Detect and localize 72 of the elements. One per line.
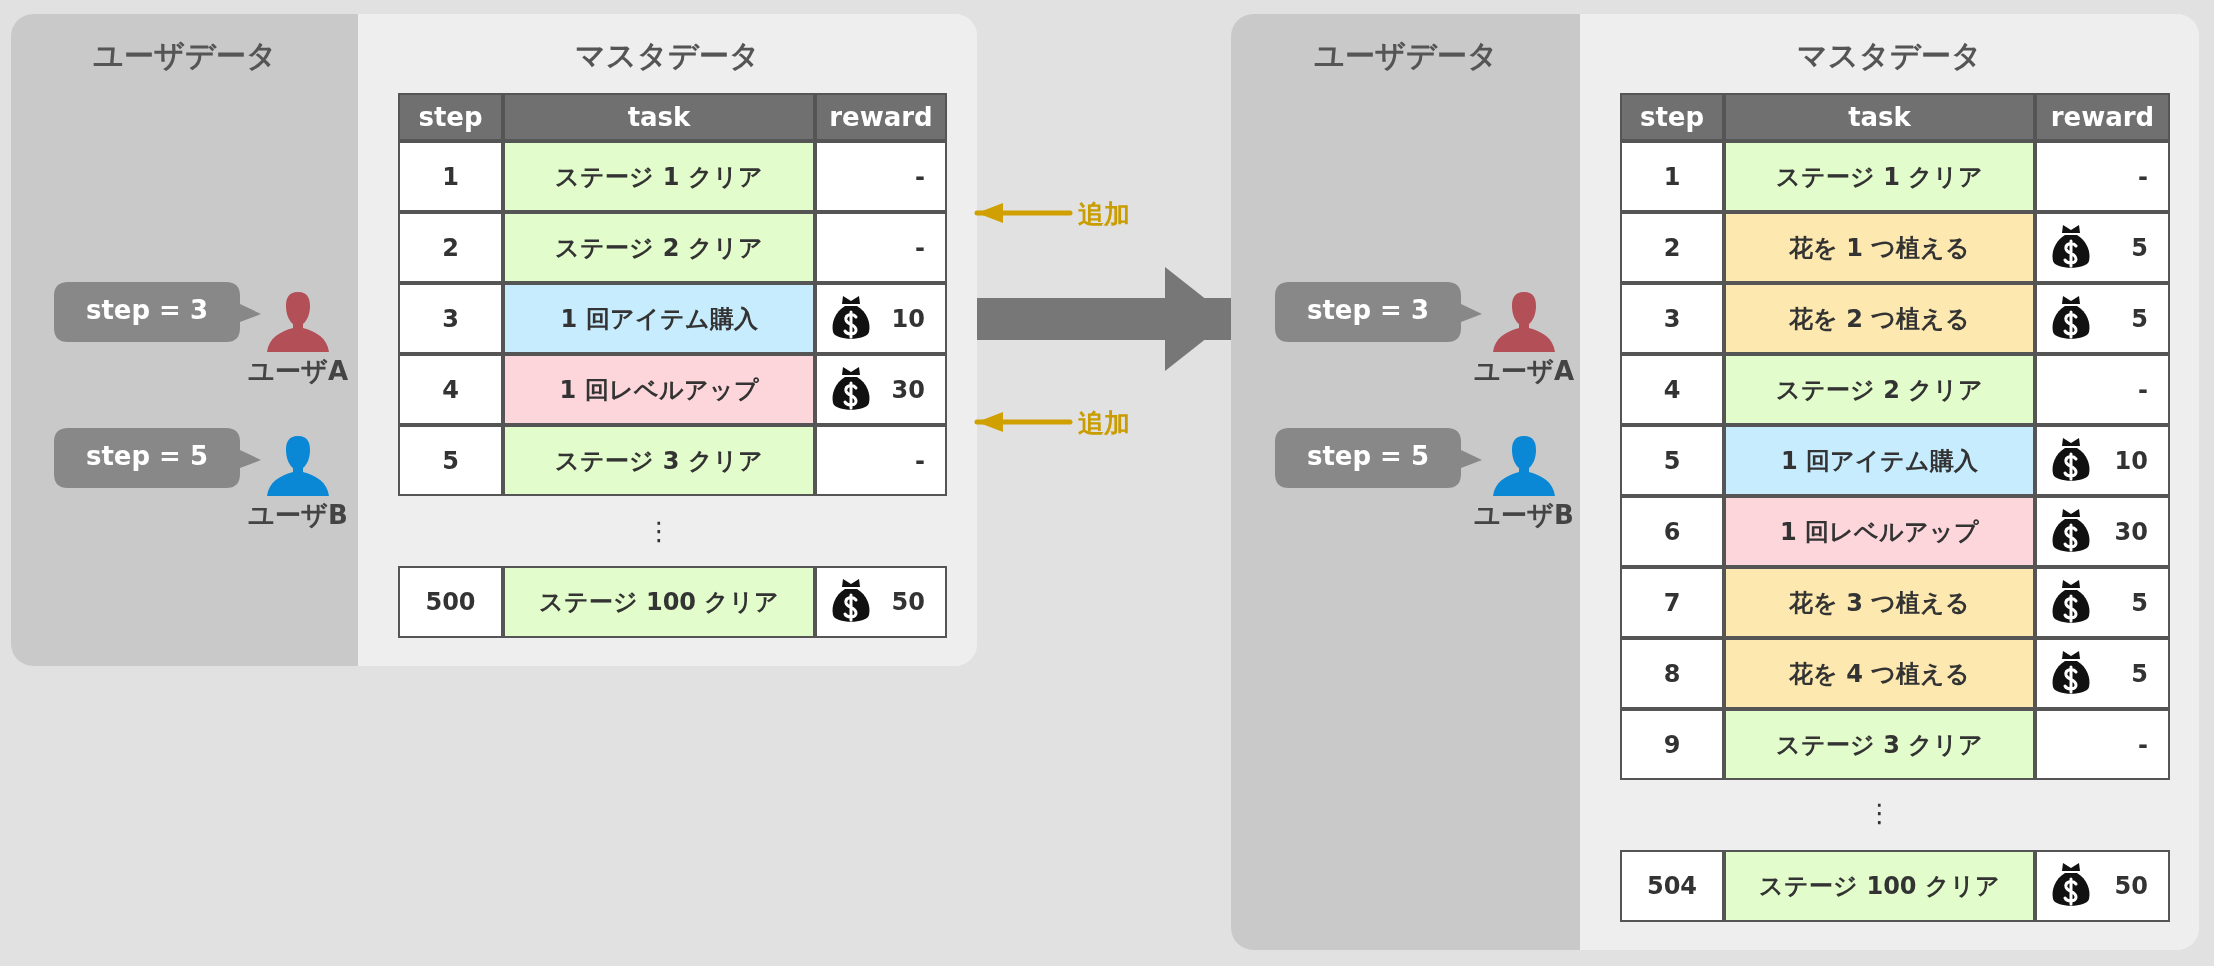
table-cell: 1 [1620, 141, 1724, 212]
table-cell: ステージ 100 クリア [1724, 850, 2035, 922]
table-header: step [398, 93, 503, 141]
reward-value: 5 [2131, 304, 2149, 333]
table-header: reward [815, 93, 947, 141]
table-cell: 8 [1620, 638, 1724, 709]
table-cell: 9 [1620, 709, 1724, 780]
table-cell: 花を 1 つ植える [1724, 212, 2035, 283]
table-cell: 5 [398, 425, 503, 496]
reward-value: 5 [2131, 588, 2149, 617]
table-cell: 1 回アイテム購入 [1724, 425, 2035, 496]
bubble-text: step = 5 [1305, 441, 1431, 471]
reward-value: - [915, 446, 926, 475]
table-cell: 1 回アイテム購入 [503, 283, 815, 354]
column-heading: マスタデータ [1796, 37, 1983, 75]
reward-value: 5 [2131, 233, 2149, 262]
table-cell: 5 [1620, 425, 1724, 496]
user-label: ユーザA [246, 355, 350, 388]
annotation-text: 追加 [1078, 198, 1130, 231]
table-cell: 花を 2 つ植える [1724, 283, 2035, 354]
reward-value: 30 [2114, 517, 2149, 546]
table-cell: 6 [1620, 496, 1724, 567]
table-header: task [503, 93, 815, 141]
reward-value: 50 [2114, 872, 2149, 900]
table-cell: 1 回レベルアップ [1724, 496, 2035, 567]
table-header: task [1724, 93, 2035, 141]
table-cell: ステージ 1 クリア [1724, 141, 2035, 212]
table-header: reward [2035, 93, 2170, 141]
reward-value: 50 [891, 588, 926, 616]
reward-value: - [2138, 730, 2149, 759]
table-cell: ステージ 3 クリア [1724, 709, 2035, 780]
bubble-text: step = 3 [1305, 295, 1431, 325]
annotation-text: 追加 [1078, 407, 1130, 440]
table-cell: 4 [398, 354, 503, 425]
reward-value: 10 [891, 304, 926, 333]
table-cell: 3 [398, 283, 503, 354]
table-cell: 1 [398, 141, 503, 212]
reward-value: 30 [891, 375, 926, 404]
table-cell: ステージ 3 クリア [503, 425, 815, 496]
ellipsis: ⋮ [645, 516, 673, 546]
table-cell: 504 [1620, 850, 1724, 922]
table-cell: 花を 4 つ植える [1724, 638, 2035, 709]
table-cell: ステージ 2 クリア [503, 212, 815, 283]
reward-value: 5 [2131, 659, 2149, 688]
column-heading: ユーザデータ [91, 37, 278, 75]
bubble-text: step = 3 [84, 295, 210, 325]
arrow [974, 412, 1073, 432]
user-label: ユーザB [1473, 499, 1575, 532]
reward-value: - [915, 162, 926, 191]
column-heading: ユーザデータ [1312, 37, 1499, 75]
reward-value: - [2138, 162, 2149, 191]
column-heading: マスタデータ [574, 37, 761, 75]
table-header: step [1620, 93, 1724, 141]
table-cell: 4 [1620, 354, 1724, 425]
user-label: ユーザB [247, 499, 349, 532]
user-label: ユーザA [1472, 355, 1576, 388]
reward-value: - [915, 233, 926, 262]
arrow [974, 203, 1073, 223]
reward-value: - [2138, 375, 2149, 404]
table-cell: 3 [1620, 283, 1724, 354]
bubble-text: step = 5 [84, 441, 210, 471]
reward-value: 10 [2114, 446, 2149, 475]
table-cell: 7 [1620, 567, 1724, 638]
table-cell: ステージ 2 クリア [1724, 354, 2035, 425]
table-cell: 1 回レベルアップ [503, 354, 815, 425]
table-cell: 花を 3 つ植える [1724, 567, 2035, 638]
table-cell: 500 [398, 566, 503, 638]
table-cell: ステージ 100 クリア [503, 566, 815, 638]
ellipsis: ⋮ [1865, 798, 1894, 828]
table-cell: 2 [1620, 212, 1724, 283]
table-cell: 2 [398, 212, 503, 283]
table-cell: ステージ 1 クリア [503, 141, 815, 212]
